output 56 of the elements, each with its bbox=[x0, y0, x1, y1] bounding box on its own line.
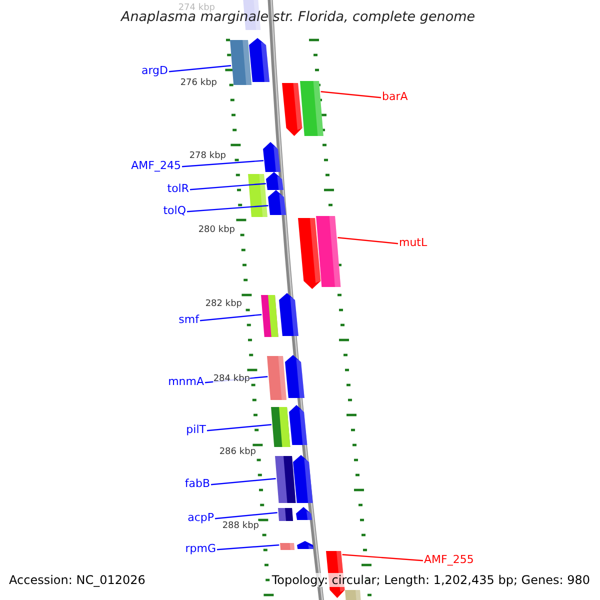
leader-line bbox=[214, 512, 278, 520]
gene-bar bbox=[261, 295, 278, 337]
gene-label: argD bbox=[141, 64, 168, 78]
leader-line bbox=[200, 314, 262, 322]
gene-bar bbox=[268, 190, 286, 215]
gene-bar bbox=[285, 355, 304, 398]
gene-bar bbox=[248, 174, 268, 217]
scale-label: 274 kbp bbox=[178, 3, 215, 14]
leader-line bbox=[182, 160, 264, 168]
leader-line bbox=[342, 554, 424, 562]
gene-label: AMF_245 bbox=[131, 159, 181, 172]
gene-bar bbox=[280, 543, 295, 550]
scale-label: 276 kbp bbox=[180, 78, 217, 89]
scale-label: 282 kbp bbox=[205, 299, 242, 310]
gene-label: pilT bbox=[186, 423, 206, 436]
gene-bar bbox=[298, 218, 321, 289]
gene-label: fabB bbox=[184, 477, 210, 490]
leader-line bbox=[186, 205, 268, 212]
gene-bar bbox=[278, 508, 294, 521]
scale-label: 280 kbp bbox=[198, 225, 235, 236]
scale-label: 288 kbp bbox=[222, 521, 259, 532]
gene-label: mutL bbox=[399, 236, 428, 250]
gene-bar bbox=[282, 83, 302, 136]
gene-bar bbox=[275, 456, 296, 503]
gene-bar bbox=[230, 40, 252, 85]
gene-bar bbox=[345, 590, 361, 600]
scale-label: 284 kbp bbox=[213, 374, 250, 385]
gene-bar bbox=[266, 172, 284, 190]
gene-label: tolR bbox=[167, 182, 189, 196]
leader-line bbox=[168, 65, 232, 72]
gene-label: rpmG bbox=[185, 542, 216, 556]
gene-bar bbox=[271, 407, 290, 447]
gene-label: smf bbox=[178, 313, 199, 326]
leader-line bbox=[216, 544, 280, 550]
gene-bar bbox=[293, 455, 313, 503]
gene-bar bbox=[279, 293, 298, 336]
gene-bar bbox=[249, 38, 270, 82]
leader-line bbox=[190, 183, 266, 190]
gene-bar bbox=[316, 216, 341, 287]
gene-bar bbox=[297, 541, 314, 549]
gene-label: AMF_255 bbox=[424, 553, 474, 566]
leader-line bbox=[320, 91, 382, 98]
info-text: Accession: NC_012026 bbox=[9, 573, 146, 588]
gene-bar bbox=[263, 142, 280, 172]
leader-line bbox=[338, 237, 398, 244]
gene-bar bbox=[267, 356, 287, 400]
leader-line bbox=[206, 424, 272, 432]
gene-bar bbox=[300, 81, 324, 136]
scale-label: 278 kbp bbox=[189, 151, 226, 162]
gene-label: acpP bbox=[188, 511, 214, 524]
gene-bar bbox=[289, 405, 308, 445]
gene-bar bbox=[296, 507, 312, 520]
gene-label: tolQ bbox=[163, 204, 186, 218]
gene-label: barA bbox=[382, 90, 408, 104]
gene-label: mnmA bbox=[168, 375, 204, 388]
scale-label: 286 kbp bbox=[219, 447, 256, 458]
